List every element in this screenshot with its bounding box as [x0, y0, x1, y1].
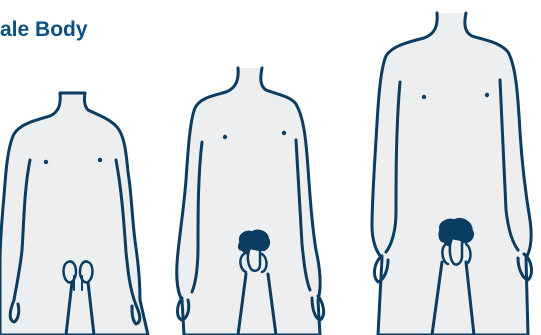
figure-3-genitals [450, 238, 462, 265]
figure-3 [372, 13, 531, 335]
figure-2-nipple-left [223, 135, 227, 139]
figure-2 [177, 68, 324, 335]
figure-1-body [0, 93, 148, 335]
figure-1-nipple-right [98, 158, 102, 162]
figure-1 [0, 93, 148, 335]
figure-2-nipple-right [282, 131, 286, 135]
figure-3-nipple-right [485, 93, 489, 97]
figure-3-nipple-left [422, 95, 426, 99]
figure-2-genitals [248, 248, 260, 271]
figure-1-nipple-left [44, 160, 48, 164]
